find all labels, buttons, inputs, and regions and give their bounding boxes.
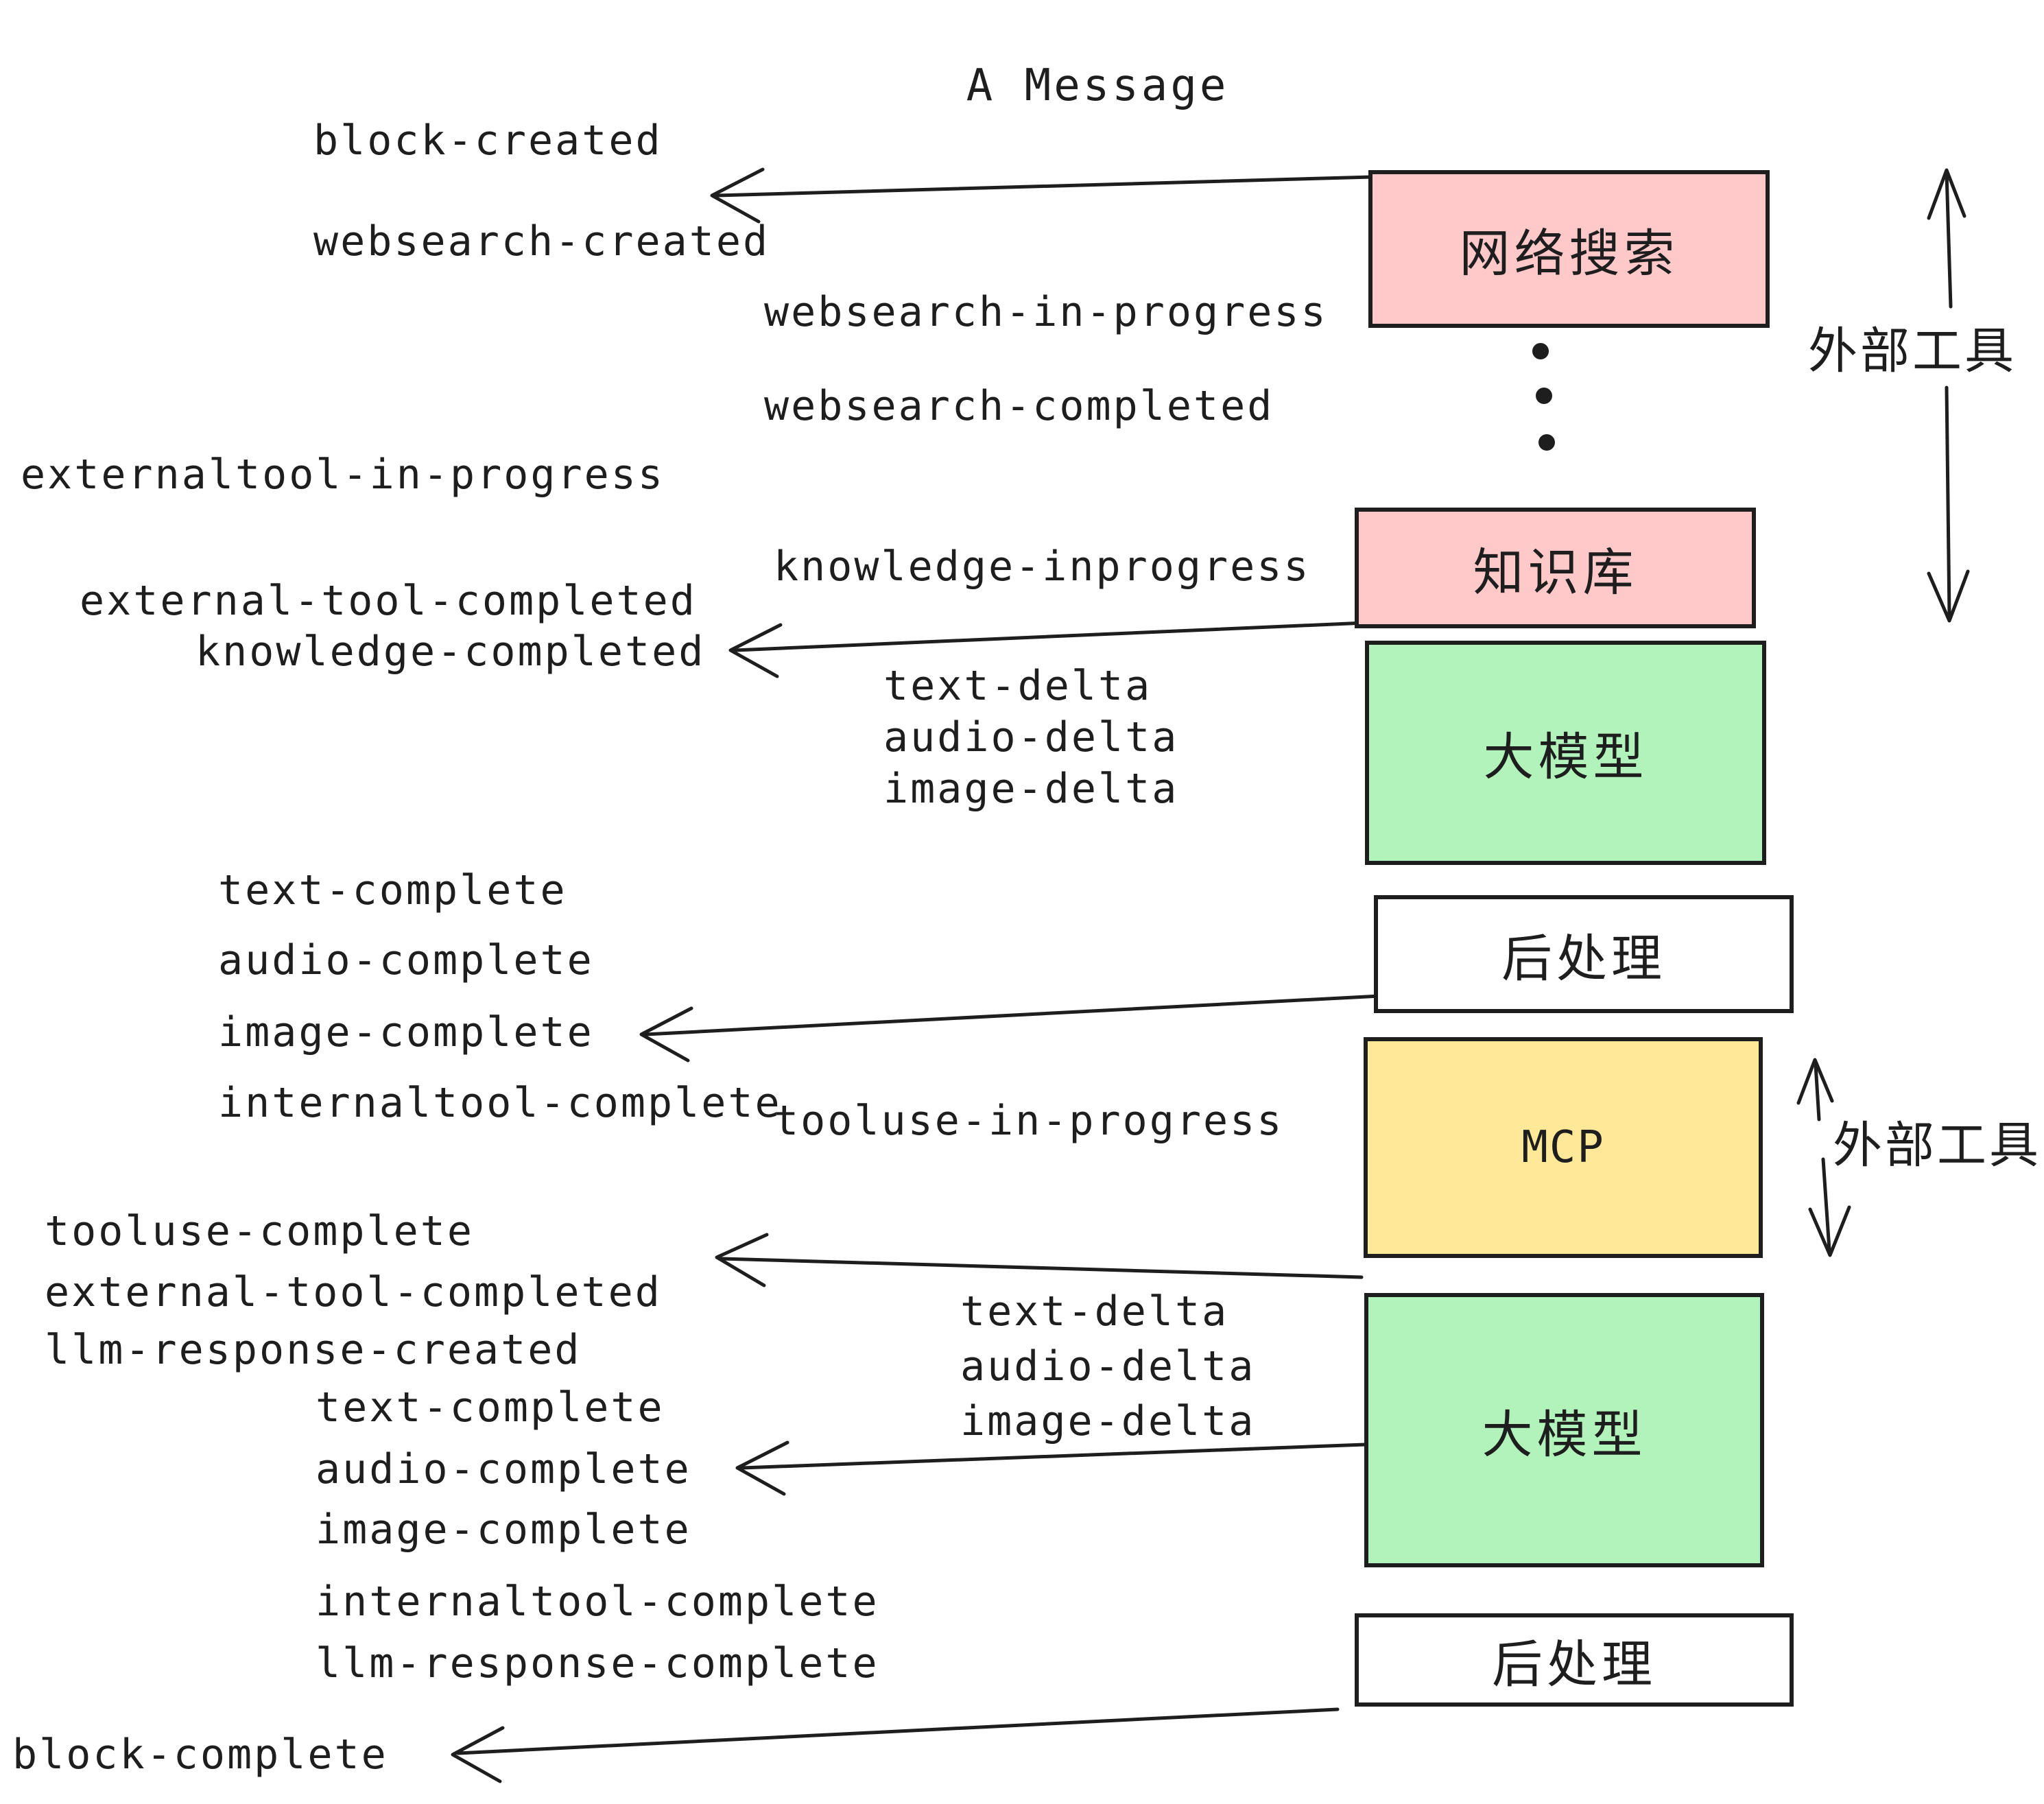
double-arrow-external-tools-bottom-icon (1796, 1058, 1851, 1257)
box-llm-bottom: 大模型 (1364, 1293, 1764, 1567)
box-llm-bottom-label: 大模型 (1482, 1405, 1647, 1464)
side-label-external-tools-bottom: 外部工具 (1833, 1116, 2042, 1174)
event-external-tool-completed-1: external-tool-completed (80, 577, 697, 625)
event-image-delta-1: image-delta (883, 765, 1179, 813)
box-mcp-label: MCP (1521, 1122, 1605, 1173)
event-audio-complete-2: audio-complete (316, 1445, 691, 1493)
event-tooluse-in-progress: tooluse-in-progress (774, 1097, 1284, 1145)
event-knowledge-completed: knowledge-completed (195, 628, 706, 676)
event-text-complete-2: text-complete (316, 1384, 665, 1432)
event-text-complete-1: text-complete (218, 866, 567, 914)
event-block-created: block-created (313, 117, 663, 165)
event-audio-delta-1: audio-delta (883, 713, 1179, 761)
box-postprocess-top-label: 后处理 (1501, 929, 1666, 988)
event-audio-complete-1: audio-complete (218, 936, 594, 984)
event-websearch-in-progress: websearch-in-progress (764, 288, 1328, 336)
event-llm-response-created: llm-response-created (45, 1326, 582, 1374)
event-internaltool-complete-2: internaltool-complete (316, 1578, 879, 1626)
box-postprocess-bottom: 后处理 (1355, 1613, 1794, 1707)
ellipsis-dots-icon (1532, 343, 1555, 451)
double-arrow-external-tools-top-icon (1927, 168, 1970, 623)
box-knowledge: 知识库 (1355, 508, 1756, 628)
box-postprocess-bottom-label: 后处理 (1492, 1635, 1656, 1694)
side-label-external-tools-top: 外部工具 (1808, 322, 2017, 380)
event-audio-delta-2: audio-delta (960, 1342, 1256, 1390)
box-llm-top: 大模型 (1365, 641, 1766, 865)
event-image-complete-1: image-complete (218, 1008, 594, 1056)
event-text-delta-2: text-delta (960, 1287, 1229, 1336)
event-block-complete: block-complete (12, 1731, 388, 1779)
box-llm-top-label: 大模型 (1483, 728, 1648, 787)
event-image-complete-2: image-complete (316, 1506, 691, 1554)
diagram-title: A Message (966, 60, 1229, 111)
event-internaltool-complete-1: internaltool-complete (218, 1079, 782, 1127)
event-websearch-completed: websearch-completed (764, 382, 1274, 430)
event-external-tool-completed-2: external-tool-completed (45, 1268, 662, 1316)
arrow-external-tool-completed-icon (715, 1233, 1364, 1287)
arrow-image-complete-icon (639, 994, 1382, 1063)
event-tooluse-complete: tooluse-complete (45, 1207, 474, 1255)
arrow-knowledge-completed-icon (728, 621, 1367, 678)
event-websearch-created: websearch-created (313, 217, 770, 265)
box-knowledge-label: 知识库 (1473, 543, 1638, 602)
box-postprocess-top: 后处理 (1374, 895, 1794, 1013)
arrow-audio-complete-icon (735, 1440, 1367, 1496)
event-text-delta-1: text-delta (883, 662, 1152, 710)
event-knowledge-inprogress: knowledge-inprogress (774, 543, 1311, 591)
event-externaltool-in-progress: externaltool-in-progress (21, 451, 665, 499)
event-image-delta-2: image-delta (960, 1397, 1256, 1445)
box-websearch-label: 网络搜索 (1459, 224, 1679, 283)
arrow-websearch-created-icon (710, 167, 1374, 224)
box-websearch: 网络搜索 (1368, 170, 1770, 328)
arrow-block-complete-icon (451, 1707, 1340, 1783)
event-llm-response-complete: llm-response-complete (316, 1639, 879, 1687)
box-mcp: MCP (1364, 1037, 1763, 1258)
